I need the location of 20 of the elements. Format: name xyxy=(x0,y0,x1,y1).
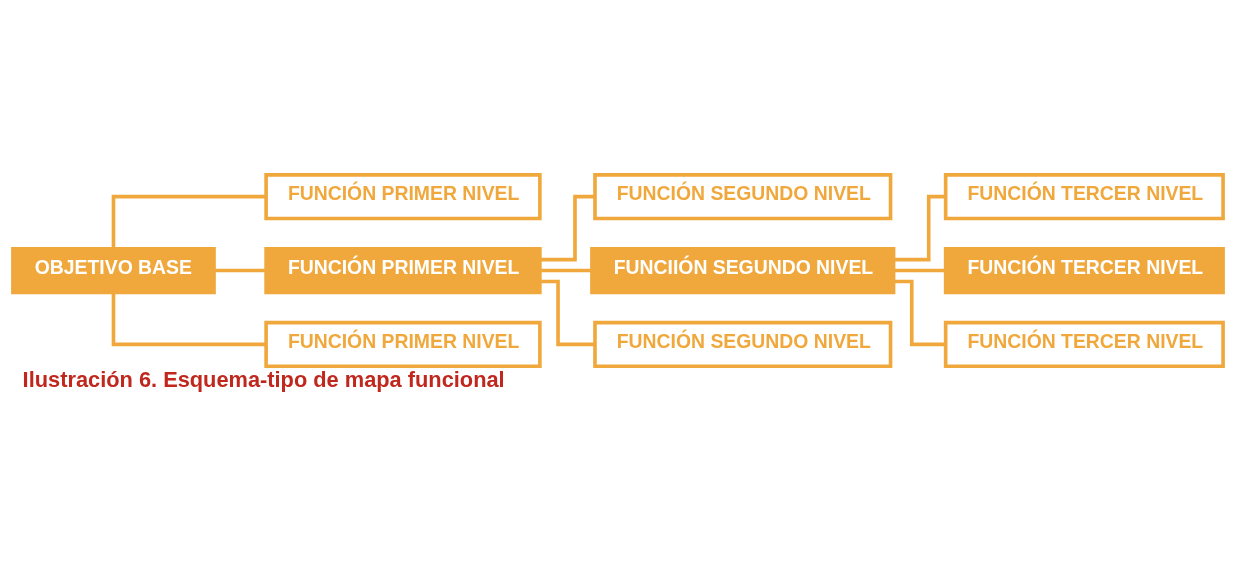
caption: Ilustración 6. Esquema-tipo de mapa funcional xyxy=(22,367,505,393)
connector xyxy=(111,194,266,249)
node-box: FUNCIÓN PRIMER NIVEL xyxy=(264,246,542,295)
node-box: FUNCIÓN PRIMER NIVEL xyxy=(264,320,542,369)
connector xyxy=(893,279,946,347)
connector xyxy=(539,279,595,347)
node-box: FUNCIÓN SEGUNDO NIVEL xyxy=(593,320,893,369)
connector xyxy=(540,194,595,262)
node-box: FUNCIÓN SEGUNDO NIVEL xyxy=(593,173,893,221)
connector xyxy=(893,194,946,262)
connector xyxy=(111,292,266,347)
connector xyxy=(893,268,946,273)
connector xyxy=(214,268,266,273)
node-box: FUNCIÓN PRIMER NIVEL xyxy=(264,173,542,221)
node-box: OBJETIVO BASE xyxy=(11,246,216,295)
node-box: FUNCIIÓN SEGUNDO NIVEL xyxy=(590,246,896,295)
connector xyxy=(540,268,592,273)
node-box: FUNCIÓN TERCER NIVEL xyxy=(943,320,1225,369)
node-box: FUNCIÓN TERCER NIVEL xyxy=(943,246,1225,295)
node-box: FUNCIÓN TERCER NIVEL xyxy=(943,173,1225,221)
